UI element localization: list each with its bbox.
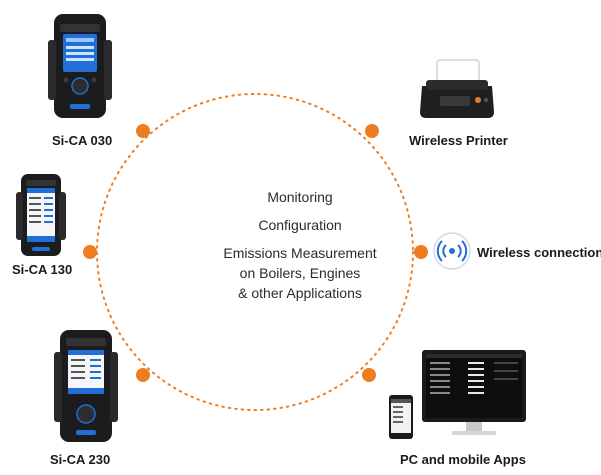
- apps-label: PC and mobile Apps: [400, 452, 526, 467]
- node-sica130: [83, 245, 97, 259]
- node-sica230: [136, 368, 150, 382]
- center-line-monitoring: Monitoring: [267, 189, 333, 205]
- node-printer: [365, 124, 379, 138]
- center-line-applications: & other Applications: [238, 285, 362, 301]
- sica230-label: Si-CA 230: [50, 452, 111, 467]
- printer-label: Wireless Printer: [409, 133, 508, 148]
- node-wireless: [414, 245, 428, 259]
- center-line-emissions: Emissions Measurement: [223, 245, 377, 261]
- node-sica030: [136, 124, 150, 138]
- sica030-label: Si-CA 030: [52, 133, 113, 148]
- sica130-label: Si-CA 130: [12, 262, 73, 277]
- center-line-configuration: Configuration: [258, 217, 342, 233]
- center-line-boilers: on Boilers, Engines: [239, 265, 361, 281]
- wireless-label: Wireless connection: [477, 245, 601, 260]
- node-apps: [362, 368, 376, 382]
